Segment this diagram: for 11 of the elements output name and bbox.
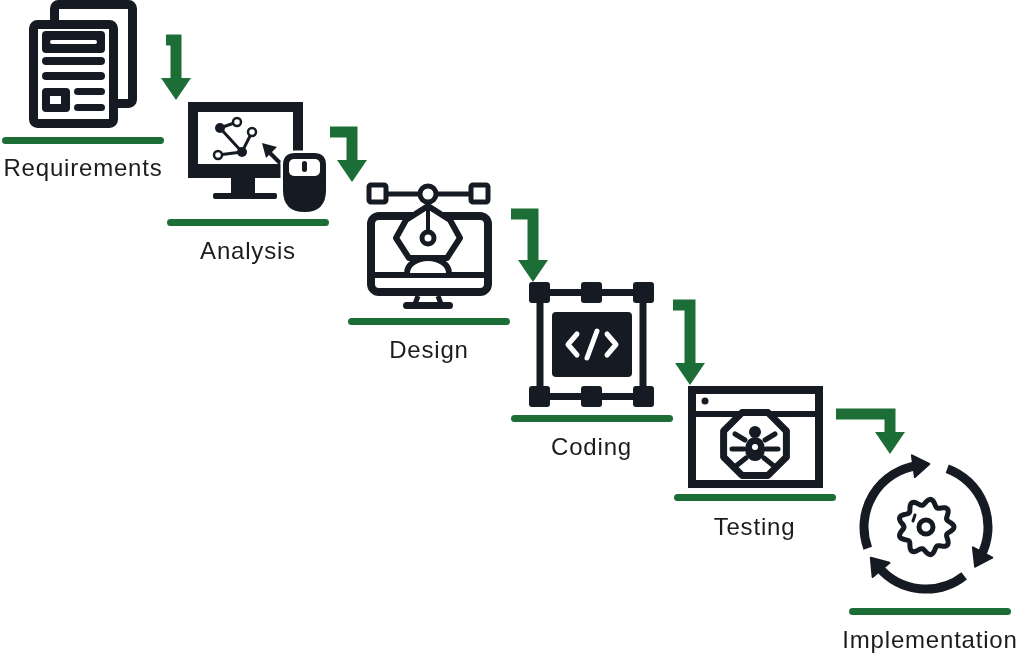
- step-label: Coding: [551, 434, 632, 460]
- step-label: Analysis: [200, 238, 296, 264]
- arrow: [836, 408, 905, 454]
- step-label: Implementation: [842, 627, 1018, 653]
- arrow: [511, 208, 548, 282]
- arrow: [161, 34, 191, 100]
- step-label: Testing: [713, 514, 796, 540]
- arrow: [673, 299, 705, 385]
- arrow: [330, 126, 367, 182]
- step-label: Design: [389, 337, 469, 363]
- step-label: Requirements: [3, 155, 163, 181]
